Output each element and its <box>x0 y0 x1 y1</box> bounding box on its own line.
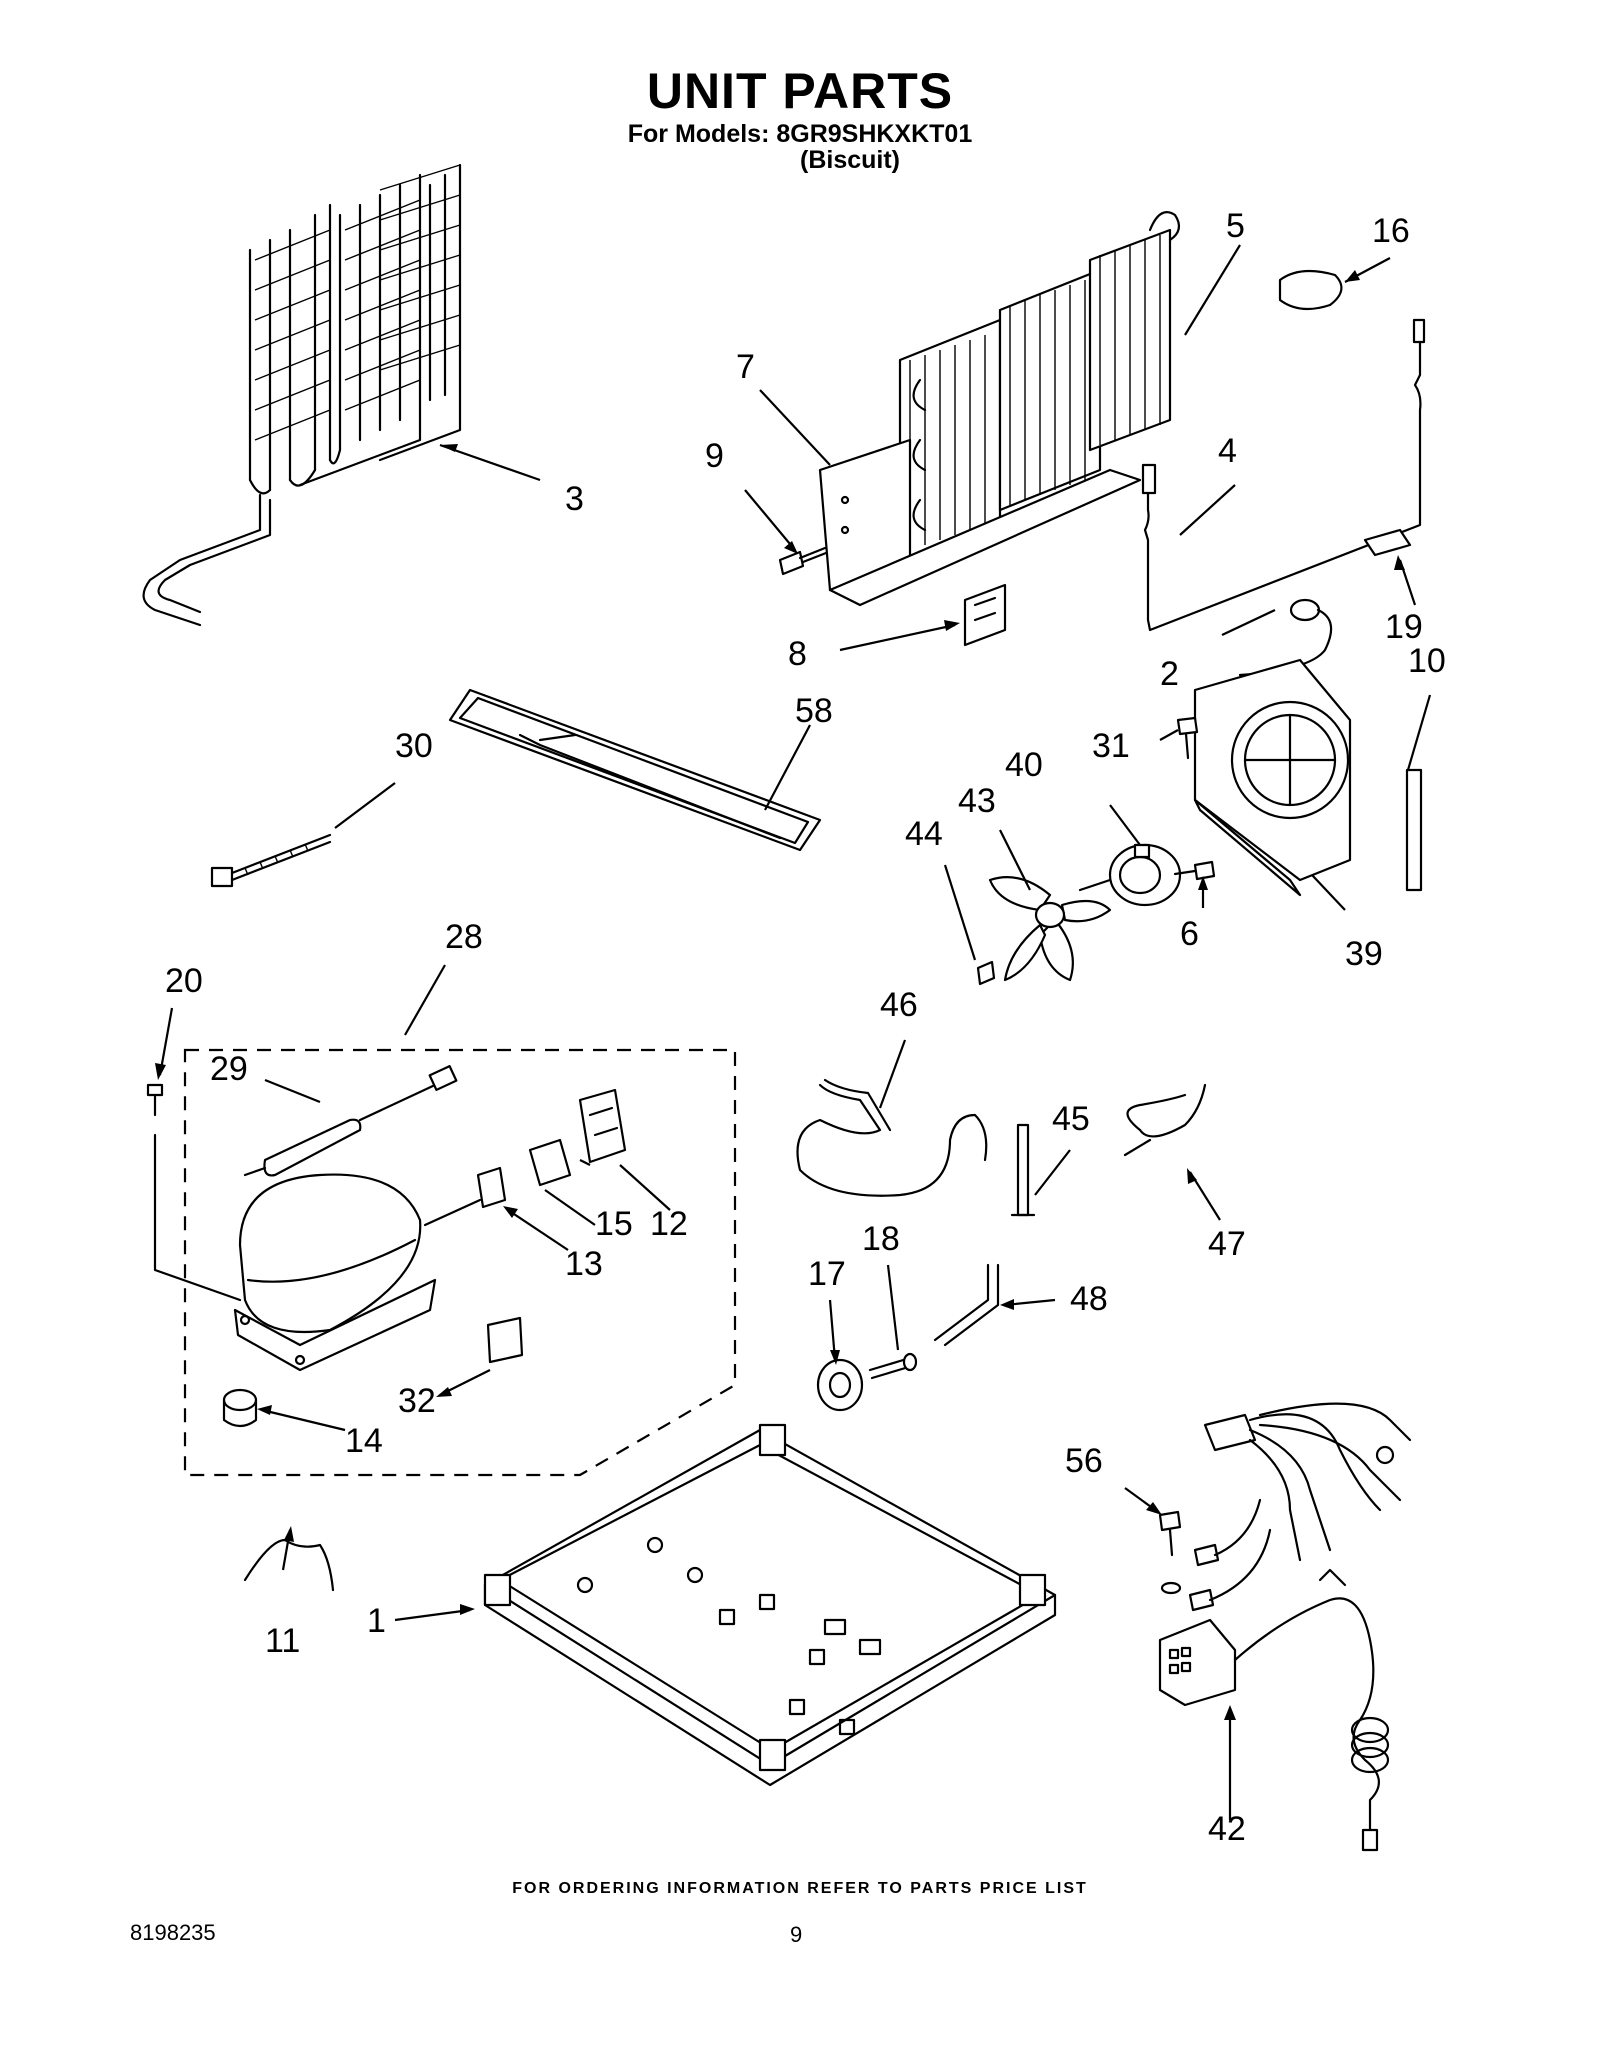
callout-labels: 3 7 9 5 16 4 8 19 2 10 58 30 31 40 43 44… <box>165 207 1446 1848</box>
callout-31: 31 <box>1092 727 1130 765</box>
callout-15: 15 <box>595 1205 633 1243</box>
page-number: 9 <box>790 1922 803 1947</box>
callout-42: 42 <box>1208 1810 1246 1848</box>
fan-blade <box>988 876 1112 982</box>
thermistor-clip <box>1363 528 1412 557</box>
wire-clip <box>243 1538 335 1592</box>
callout-29: 29 <box>210 1050 248 1088</box>
roller-wheel <box>816 1358 864 1412</box>
callout-6: 6 <box>1180 915 1199 953</box>
document-number: 8198235 <box>130 1920 216 1945</box>
motor-screw <box>1173 860 1216 881</box>
callout-8: 8 <box>788 635 807 673</box>
callout-43: 43 <box>958 782 996 820</box>
callout-58: 58 <box>795 692 833 730</box>
callout-16: 16 <box>1372 212 1410 250</box>
callout-4: 4 <box>1218 432 1237 470</box>
callout-7: 7 <box>736 348 755 386</box>
fan-shroud <box>1193 658 1352 897</box>
gasket-strip <box>1405 768 1423 892</box>
relay <box>528 1138 572 1187</box>
callout-45: 45 <box>1052 1100 1090 1138</box>
callout-48: 48 <box>1070 1280 1108 1318</box>
clip <box>963 583 1007 647</box>
drain-pan <box>448 688 822 852</box>
callout-9: 9 <box>705 437 724 475</box>
callout-44: 44 <box>905 815 943 853</box>
callout-2: 2 <box>1160 655 1179 693</box>
callout-19: 19 <box>1385 608 1423 646</box>
callout-10: 10 <box>1408 642 1446 680</box>
callout-46: 46 <box>880 986 918 1024</box>
model-variant: (Biscuit) <box>800 146 900 174</box>
relay-cover <box>578 1088 627 1164</box>
callout-20: 20 <box>165 962 203 1000</box>
pin <box>1010 1123 1036 1217</box>
compressor <box>233 1173 437 1372</box>
wiring-harness <box>1158 1402 1412 1852</box>
compressor-screw <box>146 1083 242 1302</box>
filter-drier <box>243 1065 458 1177</box>
callout-14: 14 <box>345 1422 383 1460</box>
leader-lines <box>155 244 1432 1820</box>
ground-screw <box>1158 1510 1182 1595</box>
tie-strap <box>210 833 332 888</box>
callout-11: 11 <box>265 1622 300 1660</box>
fan-motor <box>1078 843 1182 907</box>
ordering-note: FOR ORDERING INFORMATION REFER TO PARTS … <box>512 1880 1088 1897</box>
drain-tube <box>1123 1083 1207 1157</box>
condenser-coil <box>142 163 462 627</box>
grommet <box>222 1388 258 1428</box>
callout-18: 18 <box>862 1220 900 1258</box>
callout-17: 17 <box>808 1255 846 1293</box>
blade-clip <box>976 960 996 986</box>
model-number: For Models: 8GR9SHKXKT01 <box>627 120 973 148</box>
callout-1: 1 <box>367 1602 386 1640</box>
callout-40: 40 <box>1005 746 1043 784</box>
callout-3: 3 <box>565 480 584 518</box>
callout-47: 47 <box>1208 1225 1246 1263</box>
discharge-tube <box>933 1263 1000 1347</box>
callout-30: 30 <box>395 727 433 765</box>
callout-28: 28 <box>445 918 483 956</box>
unit-base <box>483 1423 1057 1787</box>
evaporator-bracket <box>818 438 1142 607</box>
shroud-screw <box>1176 716 1199 760</box>
roller-axle <box>868 1352 918 1380</box>
defrost-thermistor <box>1141 318 1426 632</box>
callout-56: 56 <box>1065 1442 1103 1480</box>
overload <box>423 1166 507 1227</box>
start-device <box>486 1316 524 1364</box>
callout-12: 12 <box>650 1205 688 1243</box>
cap <box>1278 269 1343 311</box>
compressor-assembly-boundary <box>183 1048 737 1477</box>
page-title: UNIT PARTS <box>646 63 954 119</box>
callout-13: 13 <box>565 1245 603 1283</box>
condensate-tube <box>796 1078 988 1197</box>
callout-5: 5 <box>1226 207 1245 245</box>
callout-32: 32 <box>398 1382 436 1420</box>
callout-39: 39 <box>1345 935 1383 973</box>
bracket-screw <box>778 546 828 576</box>
